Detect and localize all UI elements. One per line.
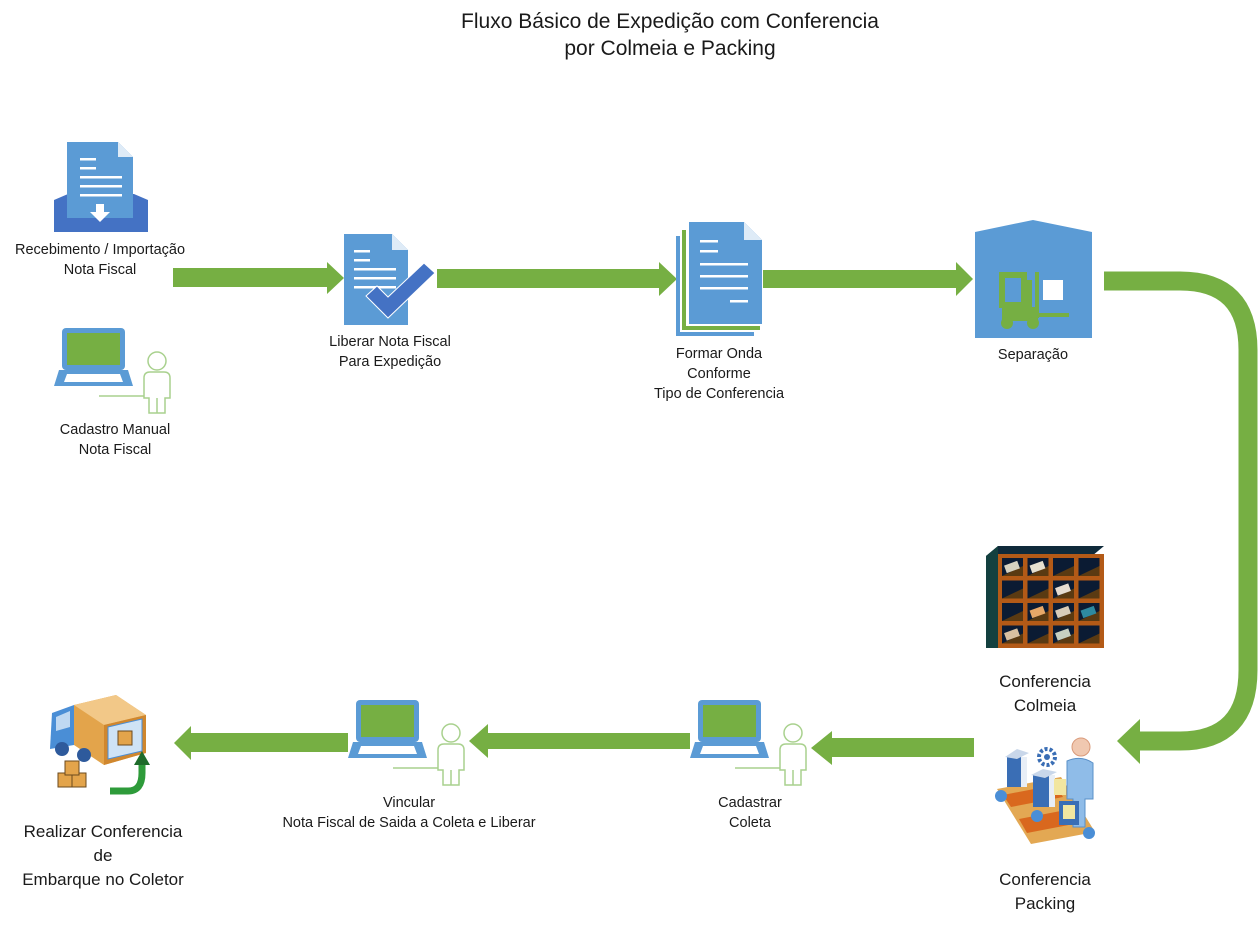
shelf-cell-floor — [1002, 611, 1023, 621]
shelf-item — [1055, 605, 1071, 619]
label-conferencia-embarque: Realizar Conferencia de Embarque no Cole… — [3, 820, 203, 892]
label-cadastrar-coleta: Cadastrar Coleta — [650, 793, 850, 833]
label-line: Vincular — [382, 795, 436, 811]
title-line-2: por Colmeia e Packing — [564, 37, 776, 60]
laptop-user-icon — [690, 700, 807, 786]
shelf-cell-floor — [1053, 566, 1074, 576]
truck-loading-icon — [50, 695, 150, 795]
arrow-recebimento-to-liberar — [173, 262, 344, 294]
shelf-item — [1029, 605, 1046, 619]
shelf-item — [1055, 628, 1071, 641]
document-check-icon — [344, 234, 436, 325]
label-line: Formar Onda — [675, 346, 763, 362]
warehouse-forklift-icon — [975, 220, 1092, 338]
label-line: Packing — [1014, 894, 1076, 913]
laptop-user-icon — [54, 328, 171, 414]
label-conferencia-packing: Conferencia Packing — [945, 868, 1145, 916]
label-line: Realizar Conferencia — [23, 822, 183, 841]
label-vincular-nf: Vincular Nota Fiscal de Saida a Coleta e… — [259, 793, 559, 833]
pigeonhole-shelf-icon — [986, 546, 1104, 648]
label-line: Conferencia — [999, 672, 1091, 691]
label-line: Cadastro Manual — [59, 422, 171, 438]
shelf-cell-floor — [1078, 633, 1100, 644]
shelf-cell-floor — [1078, 588, 1100, 599]
shelf-item — [1029, 560, 1046, 574]
arrow-separacao-to-packing-head — [1117, 719, 1140, 764]
label-line: Tipo de Conferencia — [653, 386, 785, 402]
arrow-packing-to-cadastrar-coleta — [811, 731, 974, 765]
label-line: Conferencia — [999, 870, 1091, 889]
label-line: Conforme — [687, 366, 751, 382]
label-line: Colmeia — [1013, 696, 1077, 715]
label-liberar-nf: Liberar Nota Fiscal Para Expedição — [290, 332, 490, 372]
label-line: Coleta — [729, 815, 771, 831]
label-line: de — [93, 846, 113, 865]
packing-conveyor-icon — [995, 737, 1095, 844]
stacked-documents-icon — [676, 222, 762, 336]
label-line: Separação — [997, 347, 1069, 363]
shelf-item — [1080, 605, 1097, 619]
label-conferencia-colmeia: Conferencia Colmeia — [945, 670, 1145, 718]
label-line: Nota Fiscal — [78, 442, 152, 458]
label-line: Recebimento / Importação — [14, 242, 186, 258]
label-line: Embarque no Coletor — [22, 870, 184, 889]
diagram-title: Fluxo Básico de Expedição com Conferenci… — [0, 8, 1259, 62]
label-line: Nota Fiscal de Saida a Coleta e Liberar — [282, 815, 536, 831]
laptop-user-icon — [348, 700, 465, 786]
label-formar-onda: Formar Onda Conforme Tipo de Conferencia — [619, 344, 819, 404]
shelf-cell-floor — [1027, 633, 1049, 644]
shelf-cell-floor — [1078, 566, 1100, 576]
label-cadastro-manual: Cadastro Manual Nota Fiscal — [15, 420, 215, 460]
label-separacao: Separação — [933, 345, 1133, 365]
label-line: Cadastrar — [718, 795, 782, 811]
inbox-document-icon — [54, 142, 148, 232]
label-line: Liberar Nota Fiscal — [329, 334, 451, 350]
arrow-vincular-to-embarque — [174, 726, 348, 760]
arrow-separacao-to-packing — [1104, 271, 1258, 751]
arrow-formar-onda-to-separacao — [763, 262, 973, 296]
label-recebimento: Recebimento / Importação Nota Fiscal — [0, 240, 200, 280]
arrow-cadastrar-coleta-to-vincular — [469, 724, 690, 758]
shelf-item — [1004, 628, 1020, 641]
arrow-liberar-to-formar-onda — [437, 262, 677, 296]
label-line: Nota Fiscal — [63, 262, 137, 278]
shelf-item — [1055, 583, 1071, 596]
shelf-cell-floor — [1002, 588, 1023, 599]
shelf-item — [1004, 560, 1020, 574]
shelf-cell-floor — [1027, 588, 1049, 599]
title-line-1: Fluxo Básico de Expedição com Conferenci… — [461, 10, 879, 33]
label-line: Para Expedição — [338, 354, 442, 370]
